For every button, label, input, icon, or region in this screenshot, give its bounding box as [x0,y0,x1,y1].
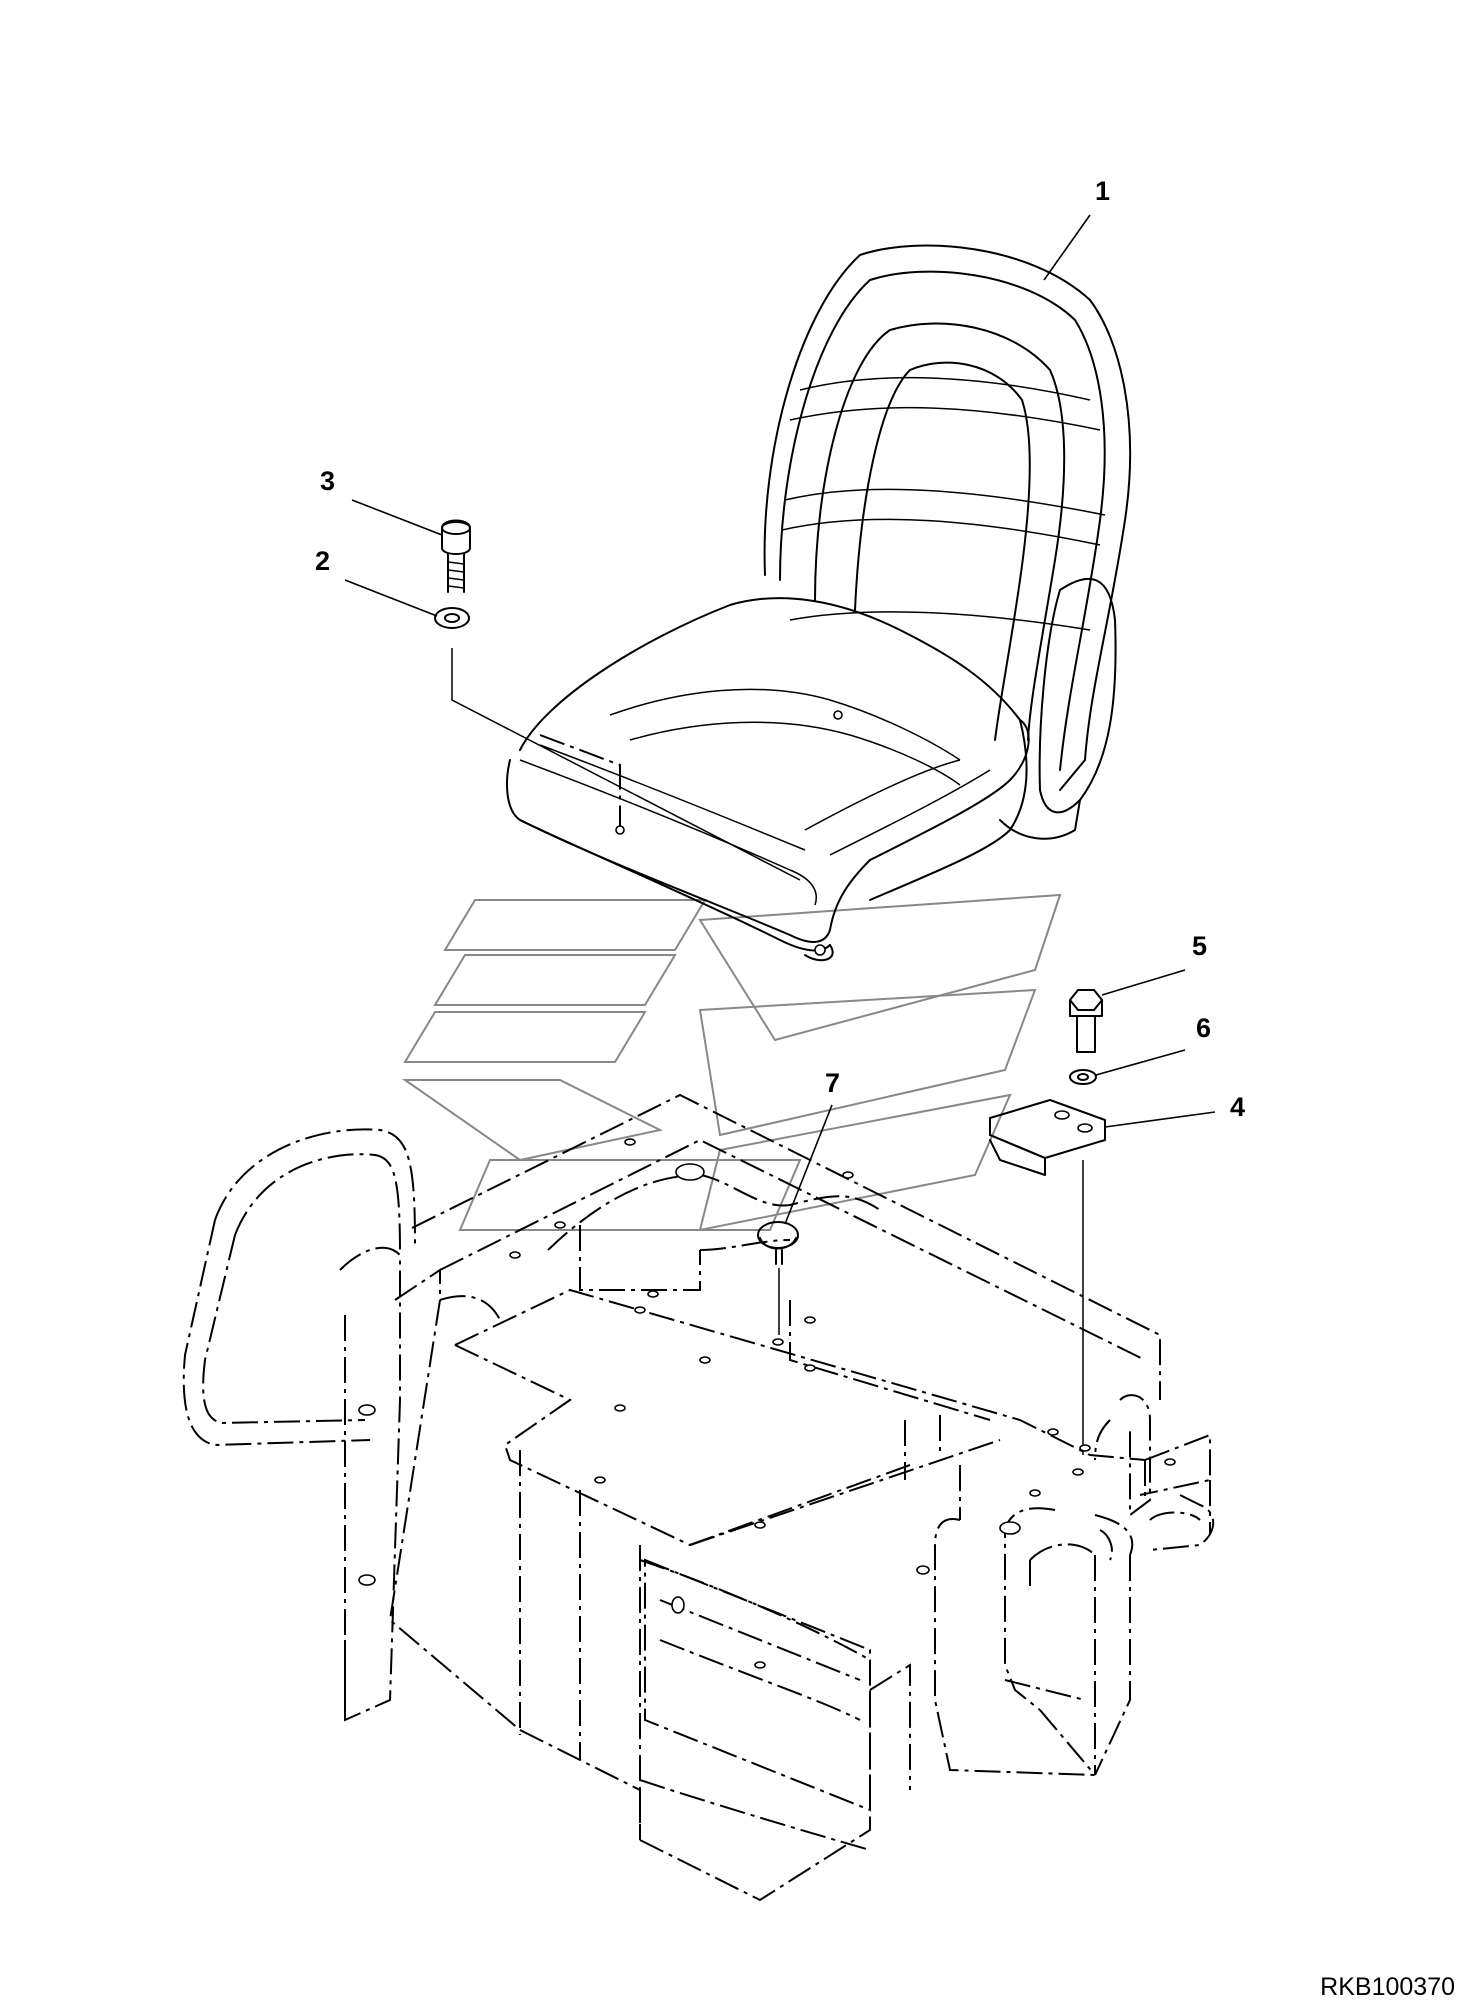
leader-lines [344,214,1216,1225]
callout-4: 4 [1230,1092,1245,1122]
washer-drawing [434,607,470,629]
bracket-drawing [989,1099,1106,1176]
drawing-reference-code: RKB100370 [1320,1973,1455,2001]
screw-drawing [441,519,471,593]
callout-1: 1 [1095,176,1110,206]
plug-drawing [757,1221,799,1265]
callout-6: 6 [1196,1013,1211,1043]
seat-drawing [506,244,1132,962]
watermark-logo [401,893,1062,1232]
callout-labels: 1 2 3 4 5 6 7 [315,176,1245,1122]
callout-5: 5 [1192,931,1207,961]
machine-frame [182,1093,1215,1902]
callout-3: 3 [320,466,335,496]
callout-2: 2 [315,546,330,576]
bolt-drawing [1069,989,1103,1053]
assembly-line-2 [451,648,801,881]
callout-7: 7 [825,1068,840,1098]
washer-drawing [1069,1069,1097,1085]
